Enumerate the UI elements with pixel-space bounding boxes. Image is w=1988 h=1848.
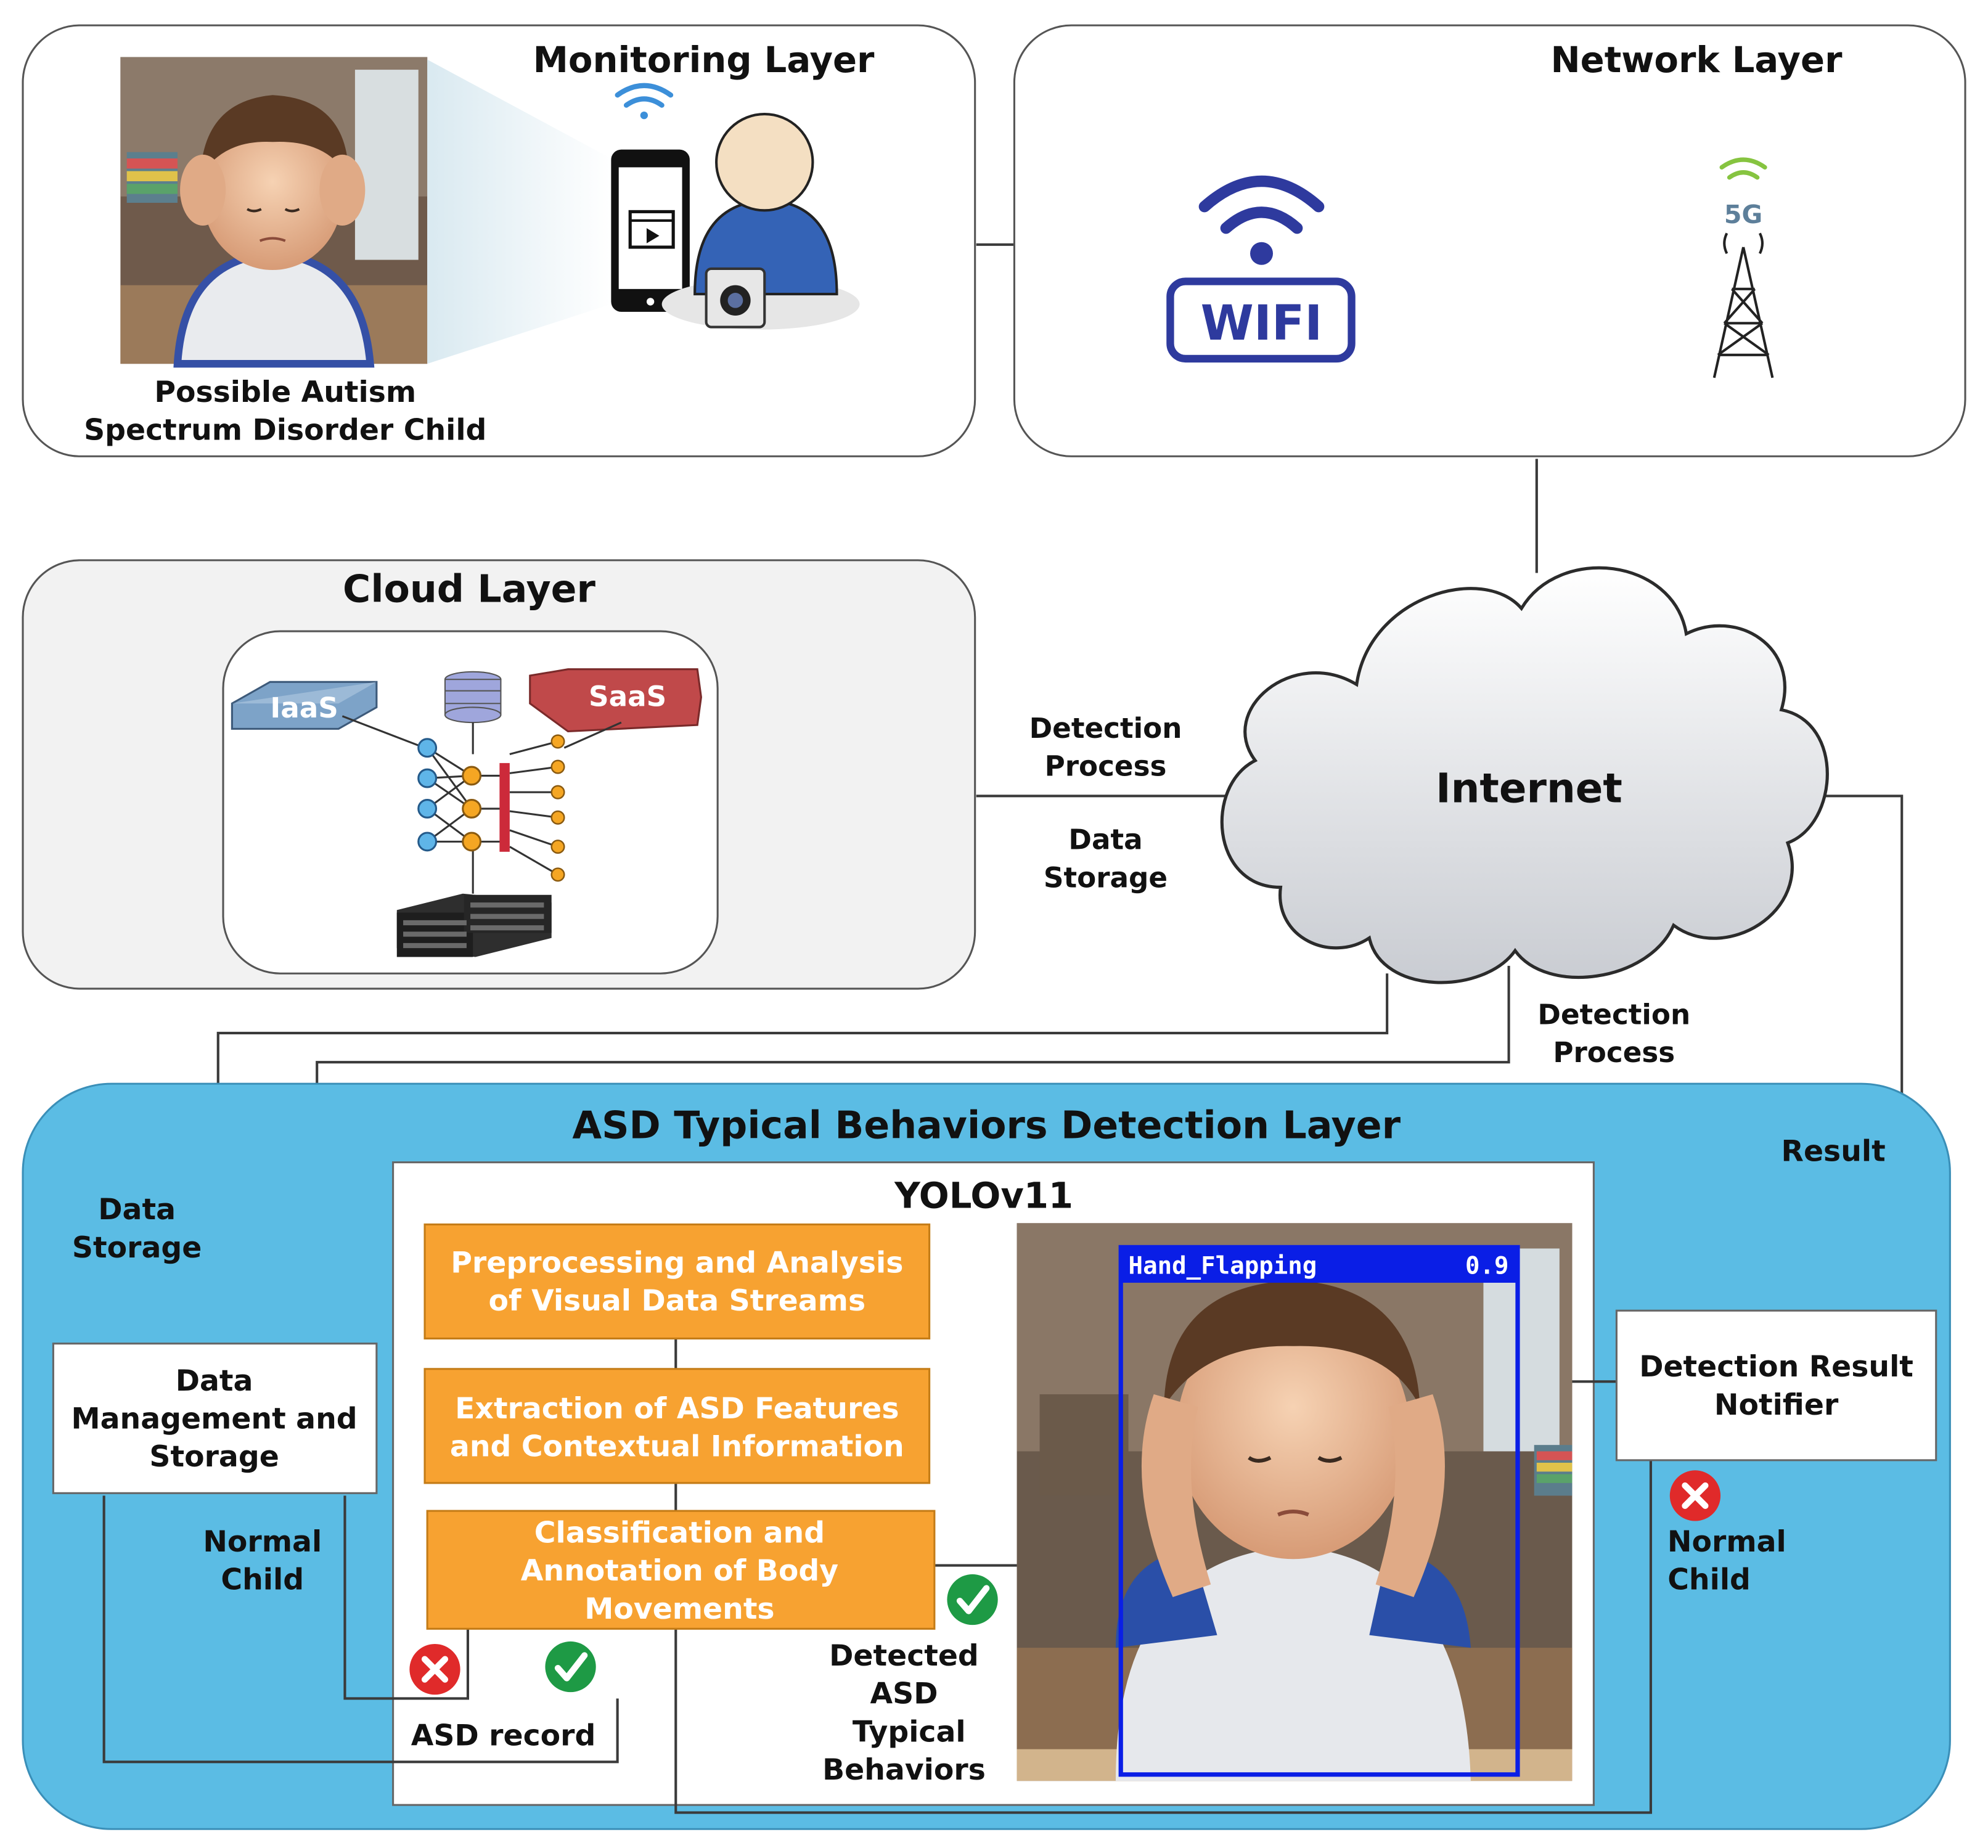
data-mgmt-line2: Management and bbox=[72, 1402, 358, 1436]
normal-child-left-1: Normal bbox=[203, 1525, 322, 1559]
step-feature-extraction bbox=[423, 1368, 931, 1484]
cloud-storage-label-1: Data bbox=[1068, 824, 1142, 856]
step3-line1: Classification and bbox=[534, 1516, 825, 1550]
step3-line2: Annotation of Body bbox=[521, 1554, 838, 1588]
detected-line2: ASD bbox=[870, 1677, 938, 1711]
cloud-layer: Cloud Layer IaaS SaaS bbox=[22, 559, 976, 990]
cloud-detection-label-2: Process bbox=[1045, 750, 1167, 782]
step3-line3: Movements bbox=[584, 1592, 774, 1626]
movements-notifier-link bbox=[674, 1460, 1653, 1814]
left-storage-label-1: Data bbox=[98, 1193, 176, 1227]
network-layer: Network Layer WIFI 5G bbox=[1013, 24, 1966, 457]
cloud-detection-label-1: Detection bbox=[1029, 712, 1182, 745]
iaas-label: IaaS bbox=[270, 692, 338, 724]
network-layer-panel bbox=[1013, 24, 1966, 457]
accept-icon-detected bbox=[947, 1574, 998, 1625]
monitoring-layer: Monitoring Layer Possible Autism Spectru… bbox=[22, 24, 976, 457]
step2-line2: and Contextual Information bbox=[450, 1430, 904, 1464]
reject-icon-left bbox=[409, 1644, 460, 1695]
bbox-score-label: 0.9 bbox=[1465, 1253, 1509, 1280]
detected-line4: Behaviors bbox=[822, 1753, 986, 1787]
left-storage-label-2: Storage bbox=[72, 1231, 202, 1265]
normal-child-left-link bbox=[343, 1495, 470, 1700]
camera-icon bbox=[705, 267, 766, 329]
detected-line1: Detected bbox=[829, 1639, 979, 1673]
server-rack-icon bbox=[396, 893, 552, 957]
smartphone-icon bbox=[611, 149, 690, 312]
saas-block bbox=[529, 668, 702, 733]
result-label: Result bbox=[1781, 1135, 1886, 1169]
internet-detection-label-1: Detection bbox=[1537, 998, 1690, 1031]
detection-photo bbox=[1016, 1223, 1573, 1781]
asd-record-link bbox=[102, 1495, 619, 1764]
child-caption-line1: Possible Autism bbox=[154, 375, 416, 409]
accept-icon-left bbox=[545, 1641, 596, 1693]
camera-projection bbox=[427, 59, 612, 364]
data-mgmt-line1: Data bbox=[176, 1364, 253, 1398]
notifier-line2: Notifier bbox=[1714, 1388, 1839, 1422]
database-icon bbox=[444, 671, 502, 724]
yolo-title: YOLOv11 bbox=[894, 1175, 1073, 1217]
reject-icon-right bbox=[1669, 1470, 1721, 1521]
detection-layer: ASD Typical Behaviors Detection Layer Re… bbox=[22, 1082, 1951, 1830]
step1-line1: Preprocessing and Analysis bbox=[451, 1246, 903, 1280]
normal-child-left-2: Child bbox=[221, 1563, 304, 1597]
asd-record-label: ASD record bbox=[411, 1719, 596, 1753]
normal-child-right-1: Normal bbox=[1667, 1525, 1786, 1559]
child-caption-line2: Spectrum Disorder Child bbox=[84, 414, 486, 448]
wifi-label: WIFI bbox=[1201, 295, 1323, 351]
data-mgmt-line3: Storage bbox=[149, 1440, 279, 1474]
internet-label: Internet bbox=[1436, 765, 1622, 812]
child-photo bbox=[120, 57, 428, 368]
result-notifier-box bbox=[1615, 1309, 1937, 1462]
step1-line2: of Visual Data Streams bbox=[489, 1284, 866, 1318]
bbox-label-bar bbox=[1121, 1247, 1518, 1283]
data-management-box bbox=[52, 1343, 378, 1494]
internet-cloud bbox=[1220, 566, 1829, 984]
notifier-line1: Detection Result bbox=[1639, 1350, 1913, 1384]
monitoring-layer-title: Monitoring Layer bbox=[533, 39, 875, 81]
cell-tower-icon: 5G bbox=[1712, 157, 1774, 378]
detected-line3: Typical bbox=[853, 1715, 966, 1749]
internet-detection-label-2: Process bbox=[1553, 1036, 1675, 1069]
normal-child-right-2: Child bbox=[1667, 1563, 1751, 1597]
cloud-storage-label-2: Storage bbox=[1044, 861, 1168, 894]
step2-line1: Extraction of ASD Features bbox=[455, 1392, 899, 1426]
iaas-block bbox=[231, 681, 378, 730]
wifi-small-icon bbox=[615, 83, 674, 120]
wifi-icon bbox=[1166, 175, 1356, 363]
bbox-class-label: Hand_Flapping bbox=[1129, 1253, 1317, 1280]
step-classification bbox=[426, 1510, 936, 1630]
neural-network-icon bbox=[342, 715, 622, 894]
detection-layer-title: ASD Typical Behaviors Detection Layer bbox=[572, 1103, 1401, 1148]
step-preprocessing bbox=[423, 1223, 931, 1339]
saas-label: SaaS bbox=[589, 680, 666, 713]
network-layer-title: Network Layer bbox=[1550, 39, 1843, 81]
cloud-layer-title: Cloud Layer bbox=[343, 567, 595, 611]
cellular-label: 5G bbox=[1724, 200, 1762, 229]
